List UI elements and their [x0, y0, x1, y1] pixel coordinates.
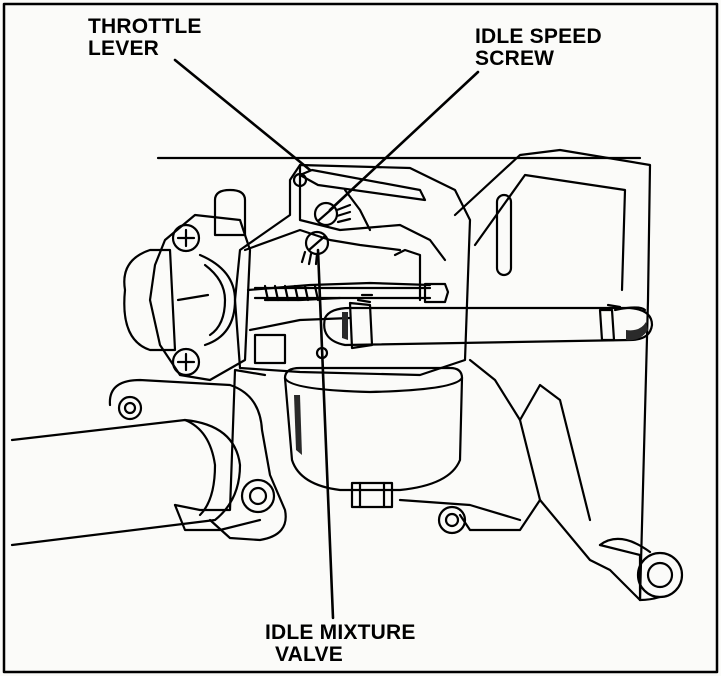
throttle-lever-linkage [292, 168, 427, 202]
idle-speed-screw-label-line1: IDLE SPEED [475, 25, 602, 48]
idle-speed-screw-leader [328, 70, 480, 212]
bracket-bolt [598, 537, 684, 602]
idle-mixture-valve-label: IDLE MIXTURE VALVE [265, 622, 416, 666]
throttle-lever-label: THROTTLE LEVER [88, 16, 202, 60]
shading [294, 312, 648, 455]
fuel-bowl [283, 346, 464, 509]
idle-mixture-valve [300, 230, 330, 266]
idle-speed-screw [313, 201, 352, 227]
fuel-hose [323, 293, 654, 350]
leader-lines [173, 58, 480, 620]
idle-mixture-valve-label-line1: IDLE MIXTURE [265, 621, 416, 644]
carburetor-body [233, 163, 472, 377]
mounting-bracket [453, 148, 652, 602]
threaded-rod [253, 282, 450, 304]
idle-speed-screw-label-line2: SCREW [475, 47, 555, 70]
throttle-lever-label-line2: LEVER [88, 37, 160, 60]
throttle-lever-leader [173, 58, 312, 172]
carburetor-base-plate [173, 368, 522, 535]
throttle-lever-label-line1: THROTTLE [88, 15, 202, 38]
idle-speed-screw-label: IDLE SPEED SCREW [475, 26, 602, 70]
exhaust-pipe [10, 378, 287, 547]
idle-mixture-valve-leader [316, 248, 335, 620]
intake-flange [123, 188, 252, 382]
idle-mixture-valve-label-line2: VALVE [275, 643, 343, 666]
